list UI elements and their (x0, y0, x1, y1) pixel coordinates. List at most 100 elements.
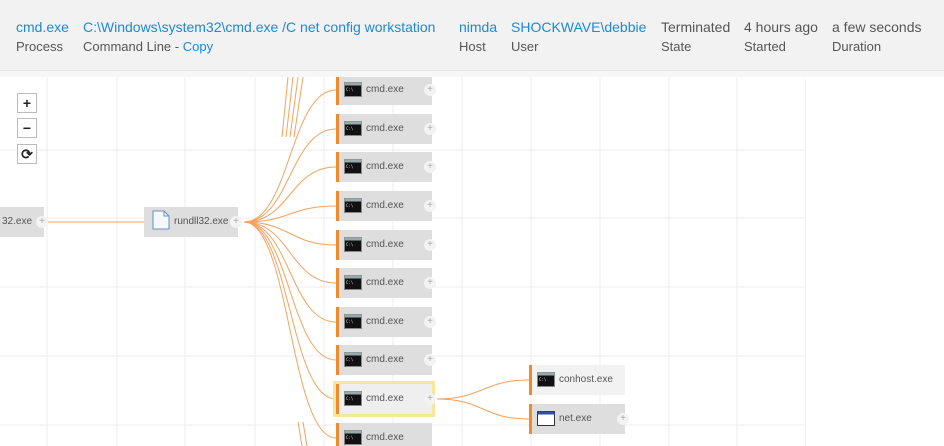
command-line-value[interactable]: C:\Windows\system32\cmd.exe /C net confi… (83, 19, 436, 35)
node-label: cmd.exe (366, 161, 404, 172)
node-accent-bar (336, 152, 339, 182)
node-accent-bar (336, 77, 339, 105)
state-field: Terminated State (661, 18, 730, 56)
process-label: Process (16, 39, 63, 54)
cmd-process-node[interactable]: C:\ cmd.exe + (336, 345, 436, 375)
terminal-icon: C:\ (344, 82, 362, 97)
expand-node-button[interactable]: + (424, 354, 436, 366)
duration-field: a few seconds Duration (832, 18, 922, 56)
command-line-label: Command Line - Copy (83, 38, 435, 56)
expand-node-button[interactable]: + (424, 316, 436, 328)
started-label: Started (744, 39, 786, 54)
expand-node-button[interactable]: + (424, 84, 436, 96)
terminal-icon: C:\ (344, 159, 362, 174)
cmd-process-node[interactable]: C:\ cmd.exe + (336, 268, 436, 298)
host-value[interactable]: nimda (459, 19, 498, 35)
cmd-process-node[interactable]: C:\cmd.exe+ (336, 307, 436, 337)
node-label: cmd.exe (366, 123, 404, 134)
expand-node-button[interactable]: + (617, 413, 629, 425)
user-value[interactable]: SHOCKWAVE\debbie (511, 19, 647, 35)
expand-node-button[interactable]: + (424, 161, 436, 173)
header-divider (0, 71, 944, 77)
node-label: cmd.exe (366, 277, 404, 288)
edge-rundll32-cmd (243, 221, 337, 361)
terminal-icon: C:\ (344, 121, 362, 136)
node-label: rundll32.exe (174, 216, 229, 227)
edge-offscreen (285, 77, 294, 138)
node-label: net.exe (559, 413, 592, 424)
expand-node-button[interactable]: + (424, 239, 436, 251)
node-label: cmd.exe (366, 393, 404, 404)
edge-offscreen (289, 77, 299, 138)
cmd-process-node[interactable]: C:\ cmd.exe + (336, 152, 436, 182)
document-icon (152, 210, 170, 230)
node-label: cmd.exe (366, 239, 404, 250)
node-label: cmd.exe (366, 84, 404, 95)
edge-rundll32-cmd (243, 221, 337, 323)
rundll32-process-node[interactable]: rundll32.exe+ (144, 207, 242, 237)
user-label: User (511, 39, 539, 54)
terminal-icon: C:\ (344, 352, 362, 367)
node-label: cmd.exe (366, 354, 404, 365)
command-line-label-text: Command Line - (83, 39, 183, 54)
copy-link[interactable]: Copy (182, 39, 214, 54)
user-field: SHOCKWAVE\debbie User (511, 18, 646, 56)
edge-rundll32-cmd (243, 89, 337, 223)
zoom-in-button[interactable]: + (17, 93, 37, 113)
node-label: 32.exe (2, 216, 33, 227)
node-accent-bar (336, 191, 339, 221)
edge-rundll32-cmd (243, 128, 337, 223)
process-field: cmd.exe Process (16, 18, 69, 56)
cmd-process-node[interactable]: C:\ cmd.exe + (336, 191, 436, 221)
node-label: cmd.exe (366, 200, 404, 211)
svg-text:C:\: C:\ (346, 164, 354, 169)
edge-offscreen (281, 77, 289, 138)
cmd-process-node[interactable]: C:\ cmd.exe + (336, 114, 436, 144)
state-label: State (661, 39, 692, 54)
terminal-icon: C:\ (344, 275, 362, 290)
expand-node-button[interactable]: + (424, 393, 436, 405)
cmd-process-node[interactable]: C:\ cmd.exe + (336, 230, 436, 260)
cmd-process-node[interactable]: C:\ cmd.exe + (336, 77, 436, 105)
edge-rundll32-cmd (243, 221, 337, 284)
terminal-icon: C:\ (344, 237, 362, 252)
duration-label: Duration (832, 39, 882, 54)
terminal-icon: C:\ (344, 314, 362, 329)
cmd-process-node[interactable]: C:\ cmd.exe (336, 423, 432, 446)
duration-value: a few seconds (832, 19, 922, 35)
edge-rundll32-cmd (243, 205, 337, 223)
command-line-field: C:\Windows\system32\cmd.exe /C net confi… (83, 18, 435, 56)
expand-node-button[interactable]: + (36, 216, 48, 228)
svg-text:C:\: C:\ (346, 435, 354, 440)
process-name[interactable]: cmd.exe (16, 19, 69, 35)
window-icon (537, 411, 555, 426)
zoom-out-button[interactable]: − (17, 118, 37, 138)
conhost-process-node[interactable]: C:\conhost.exe (529, 365, 625, 395)
expand-node-button[interactable]: + (424, 123, 436, 135)
process-graph-canvas[interactable]: + − ⟳ 32.exe+rundll32.exe+C:\cmd.exe+C:\… (0, 77, 944, 446)
expand-node-button[interactable]: + (424, 200, 436, 212)
edge-rundll32-cmd (243, 221, 337, 439)
edge-cmd-conhost (436, 379, 530, 400)
node-accent-bar (336, 345, 339, 375)
svg-text:C:\: C:\ (346, 87, 354, 92)
terminal-icon: C:\ (344, 391, 362, 406)
net-process-node[interactable]: net.exe + (529, 404, 629, 434)
svg-text:C:\: C:\ (346, 242, 354, 247)
cmd-process-node[interactable]: C:\ cmd.exe + (336, 384, 436, 414)
expand-node-button[interactable]: + (424, 277, 436, 289)
node-accent-bar (336, 384, 339, 414)
edge-rundll32-cmd (243, 221, 337, 400)
terminal-icon: C:\ (537, 372, 555, 387)
terminal-icon: C:\ (344, 198, 362, 213)
parent-process-node[interactable]: 32.exe+ (0, 207, 48, 237)
expand-node-button[interactable]: + (230, 216, 242, 228)
started-field: 4 hours ago Started (744, 18, 818, 56)
svg-text:C:\: C:\ (539, 377, 547, 382)
node-accent-bar (336, 114, 339, 144)
zoom-reset-button[interactable]: ⟳ (17, 144, 37, 164)
svg-text:C:\: C:\ (346, 396, 354, 401)
svg-text:C:\: C:\ (346, 357, 354, 362)
edge-rundll32-cmd (243, 221, 337, 246)
node-label: cmd.exe (366, 432, 404, 443)
